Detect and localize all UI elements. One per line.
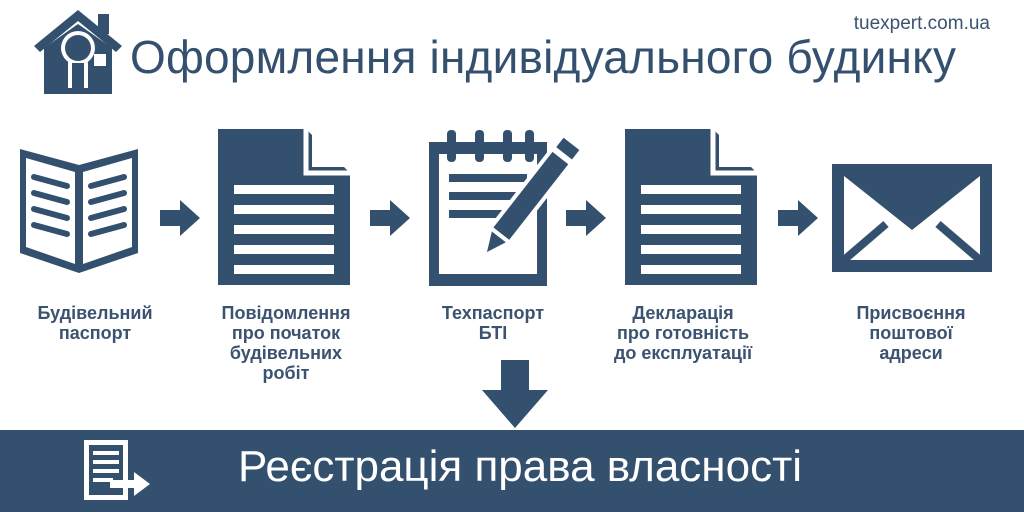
arrow-right-icon [160, 198, 202, 243]
arrow-down-icon [482, 360, 548, 433]
arrow-right-icon [566, 198, 608, 243]
footer-title: Реєстрація права власності [238, 442, 803, 491]
document-icon [621, 125, 761, 294]
open-book-icon [16, 145, 142, 282]
footer-banner: Реєстрація права власності [0, 430, 1024, 512]
envelope-icon [830, 162, 994, 279]
house-logo-icon [30, 6, 126, 103]
arrow-right-icon [370, 198, 412, 243]
page-title: Оформлення індивідуального будинку [130, 31, 957, 83]
notepad-pencil-icon [425, 126, 587, 295]
document-export-icon [80, 438, 152, 509]
arrow-right-icon [778, 198, 820, 243]
site-url: tuexpert.com.ua [853, 13, 990, 34]
document-icon [214, 125, 354, 294]
